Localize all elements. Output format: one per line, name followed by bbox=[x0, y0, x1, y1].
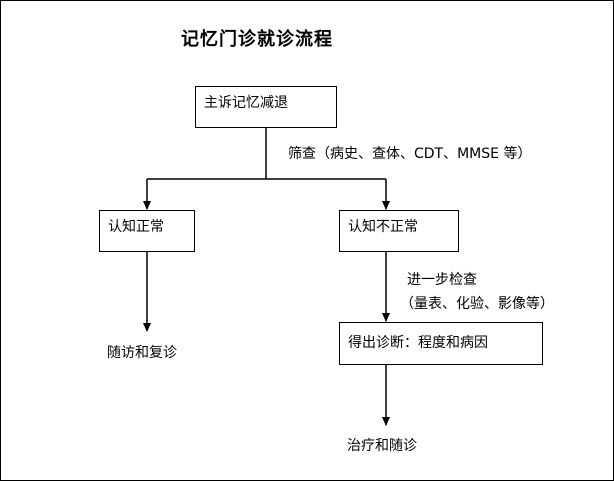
node-start: 主诉记忆减退 bbox=[195, 86, 337, 128]
treatment-label: 治疗和随诊 bbox=[347, 438, 417, 454]
diagram-title: 记忆门诊就诊流程 bbox=[181, 29, 333, 50]
node-abnormal: 认知不正常 bbox=[339, 210, 459, 252]
node-diagnosis: 得出诊断：程度和病因 bbox=[339, 322, 543, 365]
screening-label: 筛查（病史、查体、CDT、MMSE 等） bbox=[288, 146, 532, 162]
followup-label: 随访和复诊 bbox=[107, 345, 177, 361]
further-check-label-line2: （量表、化验、影像等） bbox=[400, 296, 554, 312]
further-check-label-line1: 进一步检查 bbox=[407, 272, 477, 288]
node-normal: 认知正常 bbox=[99, 210, 195, 252]
